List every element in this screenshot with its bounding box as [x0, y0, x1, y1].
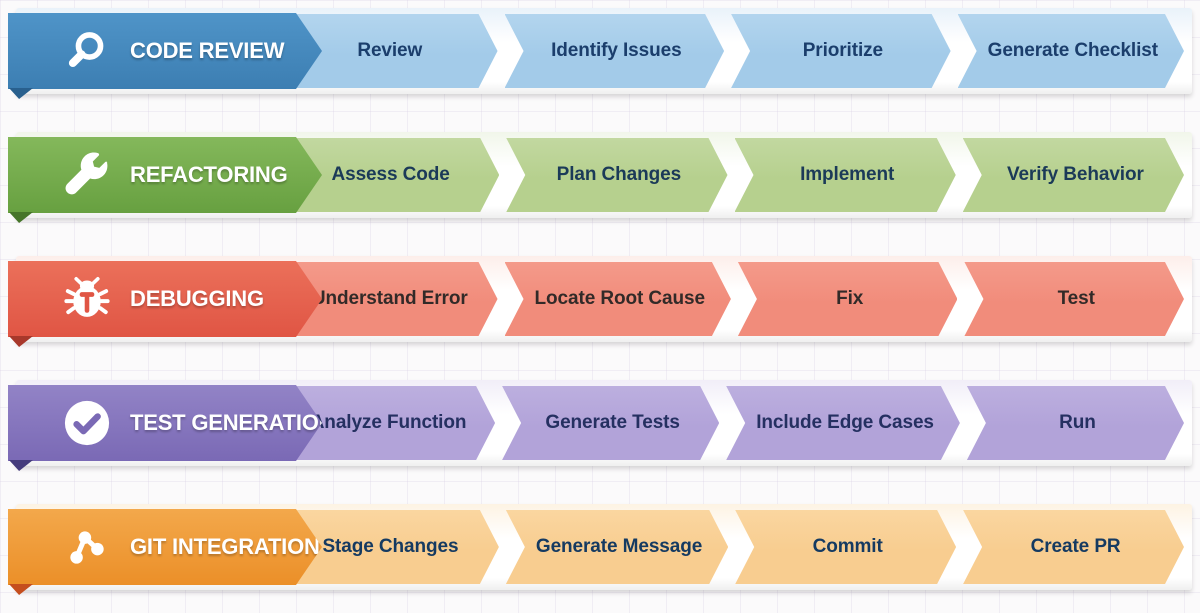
workflow-step-commit: Commit	[735, 510, 956, 584]
step-label: Identify Issues	[551, 40, 682, 61]
workflow-step-generate-message: Generate Message	[506, 510, 728, 584]
workflow-step-plan-changes: Plan Changes	[506, 138, 727, 212]
ribbon-fold	[9, 212, 33, 223]
workflow-header-code-review: CODE REVIEW	[8, 13, 322, 89]
workflow-steps: Analyze Function Generate Tests Include Ed…	[278, 386, 1184, 460]
search-icon	[62, 26, 112, 76]
workflow-step-implement: Implement	[735, 138, 956, 212]
step-label: Test	[1057, 288, 1095, 309]
workflow-row-test-generation: Analyze Function Generate Tests Include Ed…	[0, 380, 1200, 471]
workflow-title: CODE REVIEW	[130, 38, 285, 63]
step-label: Stage Changes	[322, 536, 459, 557]
ribbon-fold	[9, 88, 33, 99]
workflow-step-locate-root-cause: Locate Root Cause	[505, 262, 731, 336]
workflow-steps: Assess Code Plan Changes Implement Verify B…	[278, 138, 1184, 212]
workflow-step-test: Test	[964, 262, 1184, 336]
workflow-step-verify-behavior: Verify Behavior	[963, 138, 1184, 212]
step-label: Plan Changes	[556, 164, 682, 185]
step-label: Generate Message	[535, 536, 703, 557]
ribbon-fold	[9, 584, 33, 595]
step-label: Understand Error	[311, 288, 468, 309]
step-label: Generate Tests	[545, 412, 680, 433]
workflow-steps: Understand Error Locate Root Cause Fix Test	[278, 262, 1184, 336]
step-label: Commit	[812, 536, 883, 557]
git-branch-icon	[62, 522, 112, 572]
workflow-step-create-pr: Create PR	[963, 510, 1184, 584]
workflow-step-prioritize: Prioritize	[731, 14, 951, 88]
workflow-row-git-integration: Stage Changes Generate Message Commit Creat…	[0, 504, 1200, 595]
step-label: Generate Checklist	[987, 40, 1158, 61]
step-label: Create PR	[1030, 536, 1121, 557]
workflow-step-generate-checklist: Generate Checklist	[958, 14, 1184, 88]
step-label: Prioritize	[802, 40, 884, 61]
workflow-title: DEBUGGING	[130, 286, 264, 311]
step-label: Review	[357, 40, 423, 61]
step-label: Implement	[800, 164, 895, 185]
workflow-row-refactoring: Assess Code Plan Changes Implement Verify B…	[0, 132, 1200, 223]
workflow-title: TEST GENERATION	[130, 410, 335, 435]
step-label: Locate Root Cause	[534, 288, 705, 309]
ribbon-fold	[9, 336, 33, 347]
workflow-step-include-edge-cases: Include Edge Cases	[726, 386, 960, 460]
step-label: Analyze Function	[310, 412, 467, 433]
workflow-header-debugging: DEBUGGING	[8, 261, 322, 337]
step-label: Run	[1059, 412, 1096, 433]
step-label: Include Edge Cases	[756, 412, 934, 433]
wrench-icon	[62, 150, 112, 200]
workflow-step-run: Run	[967, 386, 1184, 460]
workflow-title: REFACTORING	[130, 162, 288, 187]
workflow-row-code-review: Review Identify Issues Prioritize Generate …	[0, 8, 1200, 99]
step-label: Assess Code	[331, 164, 450, 185]
workflow-steps: Review Identify Issues Prioritize Generate …	[278, 14, 1184, 88]
workflow-header-refactoring: REFACTORING	[8, 137, 322, 213]
step-label: Fix	[836, 288, 864, 309]
workflow-step-understand-error: Understand Error	[278, 262, 498, 336]
workflow-step-generate-tests: Generate Tests	[502, 386, 719, 460]
workflow-step-identify-issues: Identify Issues	[505, 14, 725, 88]
workflow-steps: Stage Changes Generate Message Commit Creat…	[278, 510, 1184, 584]
check-circle-icon	[62, 398, 112, 448]
bug-icon	[62, 274, 112, 324]
workflow-header-git-integration: GIT INTEGRATION	[8, 509, 322, 585]
workflow-row-debugging: Understand Error Locate Root Cause Fix Test…	[0, 256, 1200, 347]
workflow-title: GIT INTEGRATION	[130, 534, 320, 559]
ribbon-fold	[9, 460, 33, 471]
workflow-header-test-generation: TEST GENERATION	[8, 385, 322, 461]
workflow-step-fix: Fix	[738, 262, 958, 336]
step-label: Verify Behavior	[1006, 164, 1144, 185]
